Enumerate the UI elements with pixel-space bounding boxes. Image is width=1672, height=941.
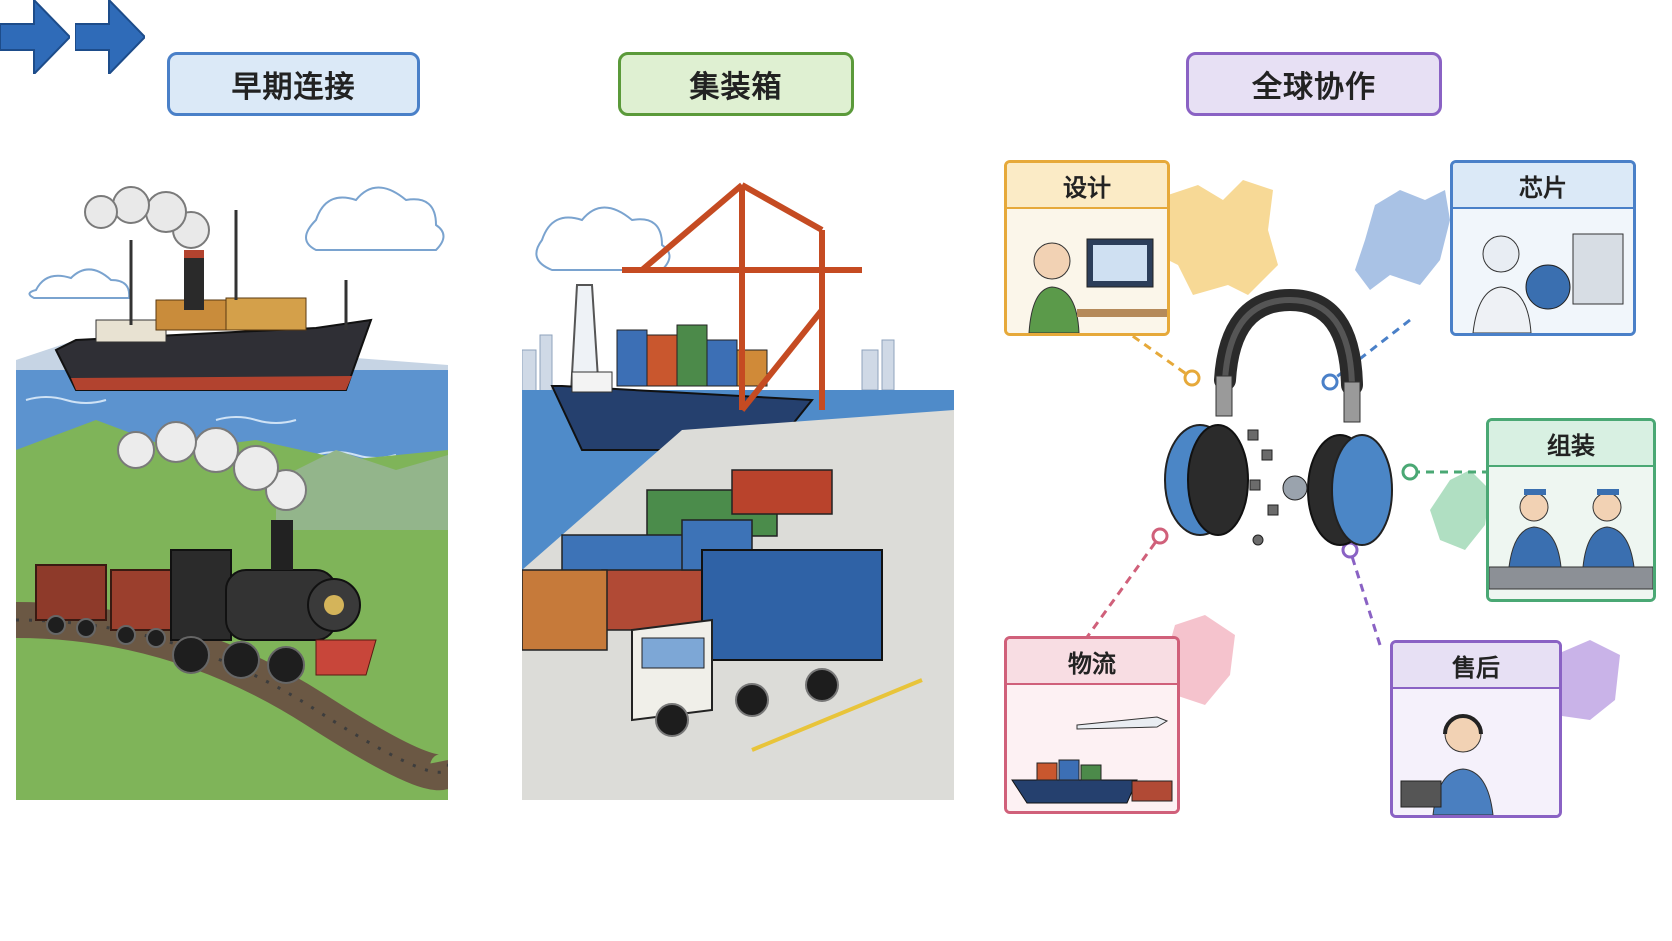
logistics-icon [1007, 685, 1177, 811]
map-region-icon [1355, 190, 1450, 290]
role-label-logistics: 物流 [1007, 639, 1177, 685]
designer-icon [1007, 209, 1167, 333]
steamship-icon [54, 210, 373, 391]
headphones-exploded-icon [1164, 288, 1393, 546]
cloud-icon [28, 186, 445, 299]
map-region-icon [1165, 615, 1235, 705]
stage-title-early: 早期连接 [167, 52, 420, 116]
airplane-icon [1076, 716, 1169, 730]
flow-arrow-icon [74, 0, 147, 77]
customer-support-icon [1393, 689, 1559, 815]
role-card-logistics: 物流 [1004, 636, 1180, 814]
role-label-assembly: 组装 [1489, 421, 1653, 467]
container-era-illustration [522, 150, 954, 800]
map-region-icon [1430, 470, 1490, 550]
container-truck-icon [631, 549, 883, 737]
role-card-assembly: 组装 [1486, 418, 1656, 602]
steam-train-icon [35, 520, 377, 684]
role-label-chip: 芯片 [1453, 163, 1633, 209]
gantry-crane-icon [622, 182, 862, 412]
map-region-icon [1545, 640, 1620, 720]
role-card-design: 设计 [1004, 160, 1170, 336]
stage-title-container: 集装箱 [618, 52, 854, 116]
stage-title-global: 全球协作 [1186, 52, 1442, 116]
role-card-aftersales: 售后 [1390, 640, 1562, 818]
chip-fab-icon [1453, 209, 1633, 333]
flow-arrow-icon [0, 0, 72, 77]
early-connection-illustration [16, 150, 448, 800]
role-label-design: 设计 [1007, 163, 1167, 209]
role-card-chip: 芯片 [1450, 160, 1636, 336]
map-region-icon [1158, 180, 1278, 295]
assembly-line-icon [1489, 467, 1653, 599]
role-label-aftersales: 售后 [1393, 643, 1559, 689]
